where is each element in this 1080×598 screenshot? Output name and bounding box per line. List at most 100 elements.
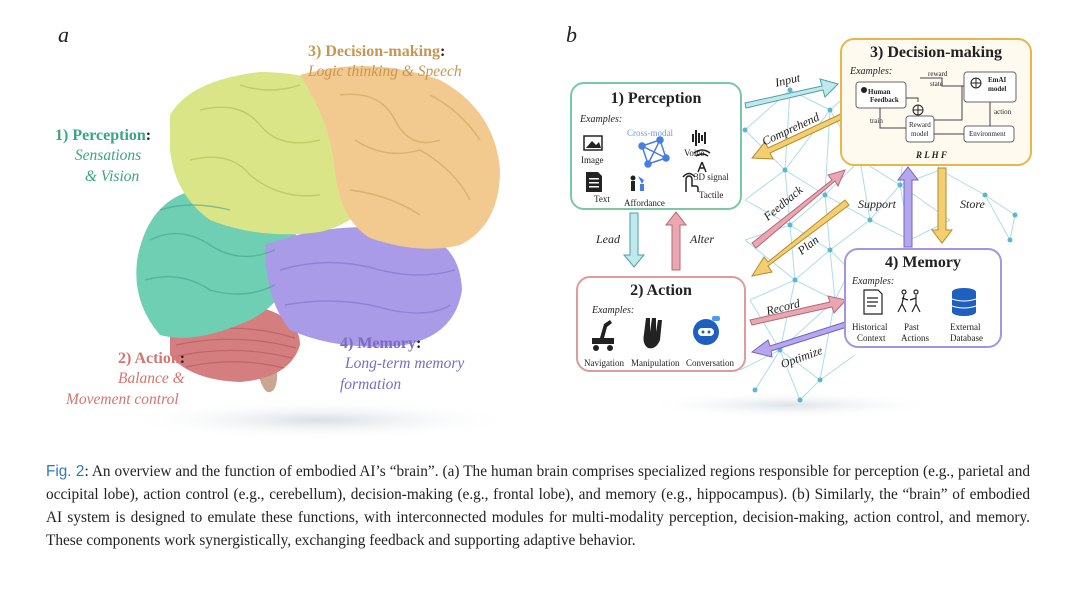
brain-label-memory: 4) Memory: Long-term memory formation bbox=[340, 335, 465, 393]
decision-box-title: 3) Decision-making bbox=[870, 44, 1002, 61]
conversation-icon bbox=[693, 316, 720, 345]
label-text: Text bbox=[594, 194, 610, 204]
affordance-icon bbox=[630, 175, 644, 191]
text-icon bbox=[586, 172, 602, 192]
label-external-1: External bbox=[950, 322, 981, 332]
brain-illustration bbox=[120, 66, 520, 440]
brain-label-action: 2) Action: Balance & Movement control bbox=[66, 350, 196, 410]
label-state-edge: state bbox=[930, 80, 943, 88]
memory-sub-1: Long-term memory bbox=[345, 355, 465, 372]
label-crossmodal: Cross-modal bbox=[627, 128, 673, 138]
label-action-edge: action bbox=[994, 108, 1012, 116]
label-navigation: Navigation bbox=[584, 358, 624, 368]
emai-icon bbox=[970, 77, 982, 89]
figure-number: Fig. 2 bbox=[46, 463, 85, 480]
edge-label-support: Support bbox=[858, 197, 897, 211]
arrow-support bbox=[896, 166, 920, 248]
label-image: Image bbox=[581, 155, 604, 165]
perception-sub-1: Sensations bbox=[74, 147, 142, 164]
arrow-comprehend bbox=[750, 111, 848, 160]
label-environment: Environment bbox=[969, 130, 1006, 138]
figure-caption-text: : An overview and the function of embodi… bbox=[46, 463, 1030, 549]
past-actions-icon bbox=[897, 289, 921, 313]
edge-label-alter: Alter bbox=[690, 232, 714, 246]
crossmodal-network-icon bbox=[638, 136, 670, 168]
brain-shadow bbox=[120, 400, 520, 440]
arrow-input bbox=[744, 78, 839, 109]
label-voice: Voice bbox=[684, 148, 705, 158]
historical-context-icon bbox=[863, 289, 883, 315]
panel-a-letter: a bbox=[58, 22, 69, 47]
memory-icons bbox=[863, 288, 977, 316]
arrow-plan bbox=[750, 199, 850, 277]
action-sub-1: Balance & bbox=[118, 370, 185, 387]
memory-box-title: 4) Memory bbox=[885, 254, 961, 271]
tactile-icon bbox=[682, 172, 699, 192]
perception-sub-2: & Vision bbox=[84, 168, 140, 185]
temporal-region bbox=[265, 227, 462, 347]
decision-box: 3) Decision-making Examples: Human Feedb… bbox=[840, 38, 1032, 166]
decision-examples-label: Examples: bbox=[850, 66, 893, 77]
reward-model-icon bbox=[912, 104, 924, 116]
memory-box: 4) Memory Examples: Historical Context P… bbox=[844, 248, 1002, 348]
label-feedback-node: Feedback bbox=[870, 96, 899, 104]
brain-label-perception: 1) Perception: Sensations & Vision bbox=[55, 127, 152, 185]
label-rlhf: R L H F bbox=[916, 150, 947, 160]
human-feedback-node bbox=[855, 81, 907, 109]
label-conversation: Conversation bbox=[686, 358, 734, 368]
arrow-record bbox=[749, 295, 847, 326]
memory-examples-label: Examples: bbox=[852, 276, 895, 287]
image-icon bbox=[583, 135, 603, 151]
label-human: Human bbox=[868, 88, 891, 96]
label-historical-1: Historical bbox=[852, 322, 888, 332]
perception-box-title: 1) Perception bbox=[610, 90, 702, 107]
perception-icons bbox=[583, 130, 711, 192]
perception-title: 1) Perception bbox=[55, 127, 146, 144]
edge-label-store: Store bbox=[960, 197, 985, 211]
label-reward-model-1: Reward bbox=[909, 121, 931, 129]
brain-label-decision: 3) Decision-making: Logic thinking & Spe… bbox=[308, 43, 462, 80]
voice-icon bbox=[692, 130, 706, 146]
label-past-2: Actions bbox=[901, 333, 929, 343]
navigation-icon bbox=[592, 320, 614, 351]
action-sub-2: Movement control bbox=[66, 391, 179, 408]
decision-sub-1: Logic thinking & Speech bbox=[308, 63, 462, 80]
frontal-region bbox=[300, 66, 500, 249]
arrow-store bbox=[930, 167, 954, 244]
signal-3d-icon bbox=[693, 149, 711, 173]
panel-b-letter: b bbox=[566, 22, 577, 47]
network-and-arrows bbox=[622, 72, 1018, 419]
label-reward-edge: reward bbox=[928, 70, 948, 78]
action-examples-label: Examples: bbox=[592, 305, 635, 316]
external-database-icon bbox=[952, 288, 976, 316]
reward-model-node bbox=[905, 115, 935, 143]
label-train-edge: train bbox=[870, 117, 883, 125]
perception-box: 1) Perception Examples: Image Cross-moda… bbox=[570, 82, 742, 210]
label-past-1: Past bbox=[904, 322, 920, 332]
panel-b-shadow bbox=[640, 391, 940, 419]
label-tactile: Tactile bbox=[699, 190, 724, 200]
label-historical-2: Context bbox=[857, 333, 886, 343]
action-box-title: 2) Action bbox=[630, 282, 692, 299]
perception-examples-label: Examples: bbox=[580, 114, 623, 125]
arrow-lead bbox=[622, 212, 646, 268]
arrow-feedback bbox=[751, 169, 846, 249]
action-title: 2) Action bbox=[118, 350, 180, 367]
arrow-optimize bbox=[750, 321, 848, 358]
label-emai-model: model bbox=[988, 85, 1007, 93]
memory-title: 4) Memory bbox=[340, 335, 416, 352]
action-box: 2) Action Examples: Navigation Manipulat… bbox=[576, 276, 746, 372]
label-3d-signal: 3D signal bbox=[694, 172, 729, 182]
action-icons bbox=[592, 316, 720, 351]
label-reward-model-2: model bbox=[911, 130, 929, 138]
label-emai: EmAI bbox=[988, 76, 1007, 84]
label-manipulation: Manipulation bbox=[631, 358, 680, 368]
decision-title: 3) Decision-making bbox=[308, 43, 440, 60]
edge-label-lead: Lead bbox=[596, 232, 620, 246]
arrow-alter bbox=[664, 211, 688, 271]
figure-caption: Fig. 2: An overview and the function of … bbox=[46, 460, 1030, 552]
manipulation-icon bbox=[643, 318, 662, 349]
memory-sub-2: formation bbox=[340, 376, 402, 393]
label-affordance: Affordance bbox=[624, 198, 665, 208]
label-external-2: Database bbox=[950, 333, 983, 343]
